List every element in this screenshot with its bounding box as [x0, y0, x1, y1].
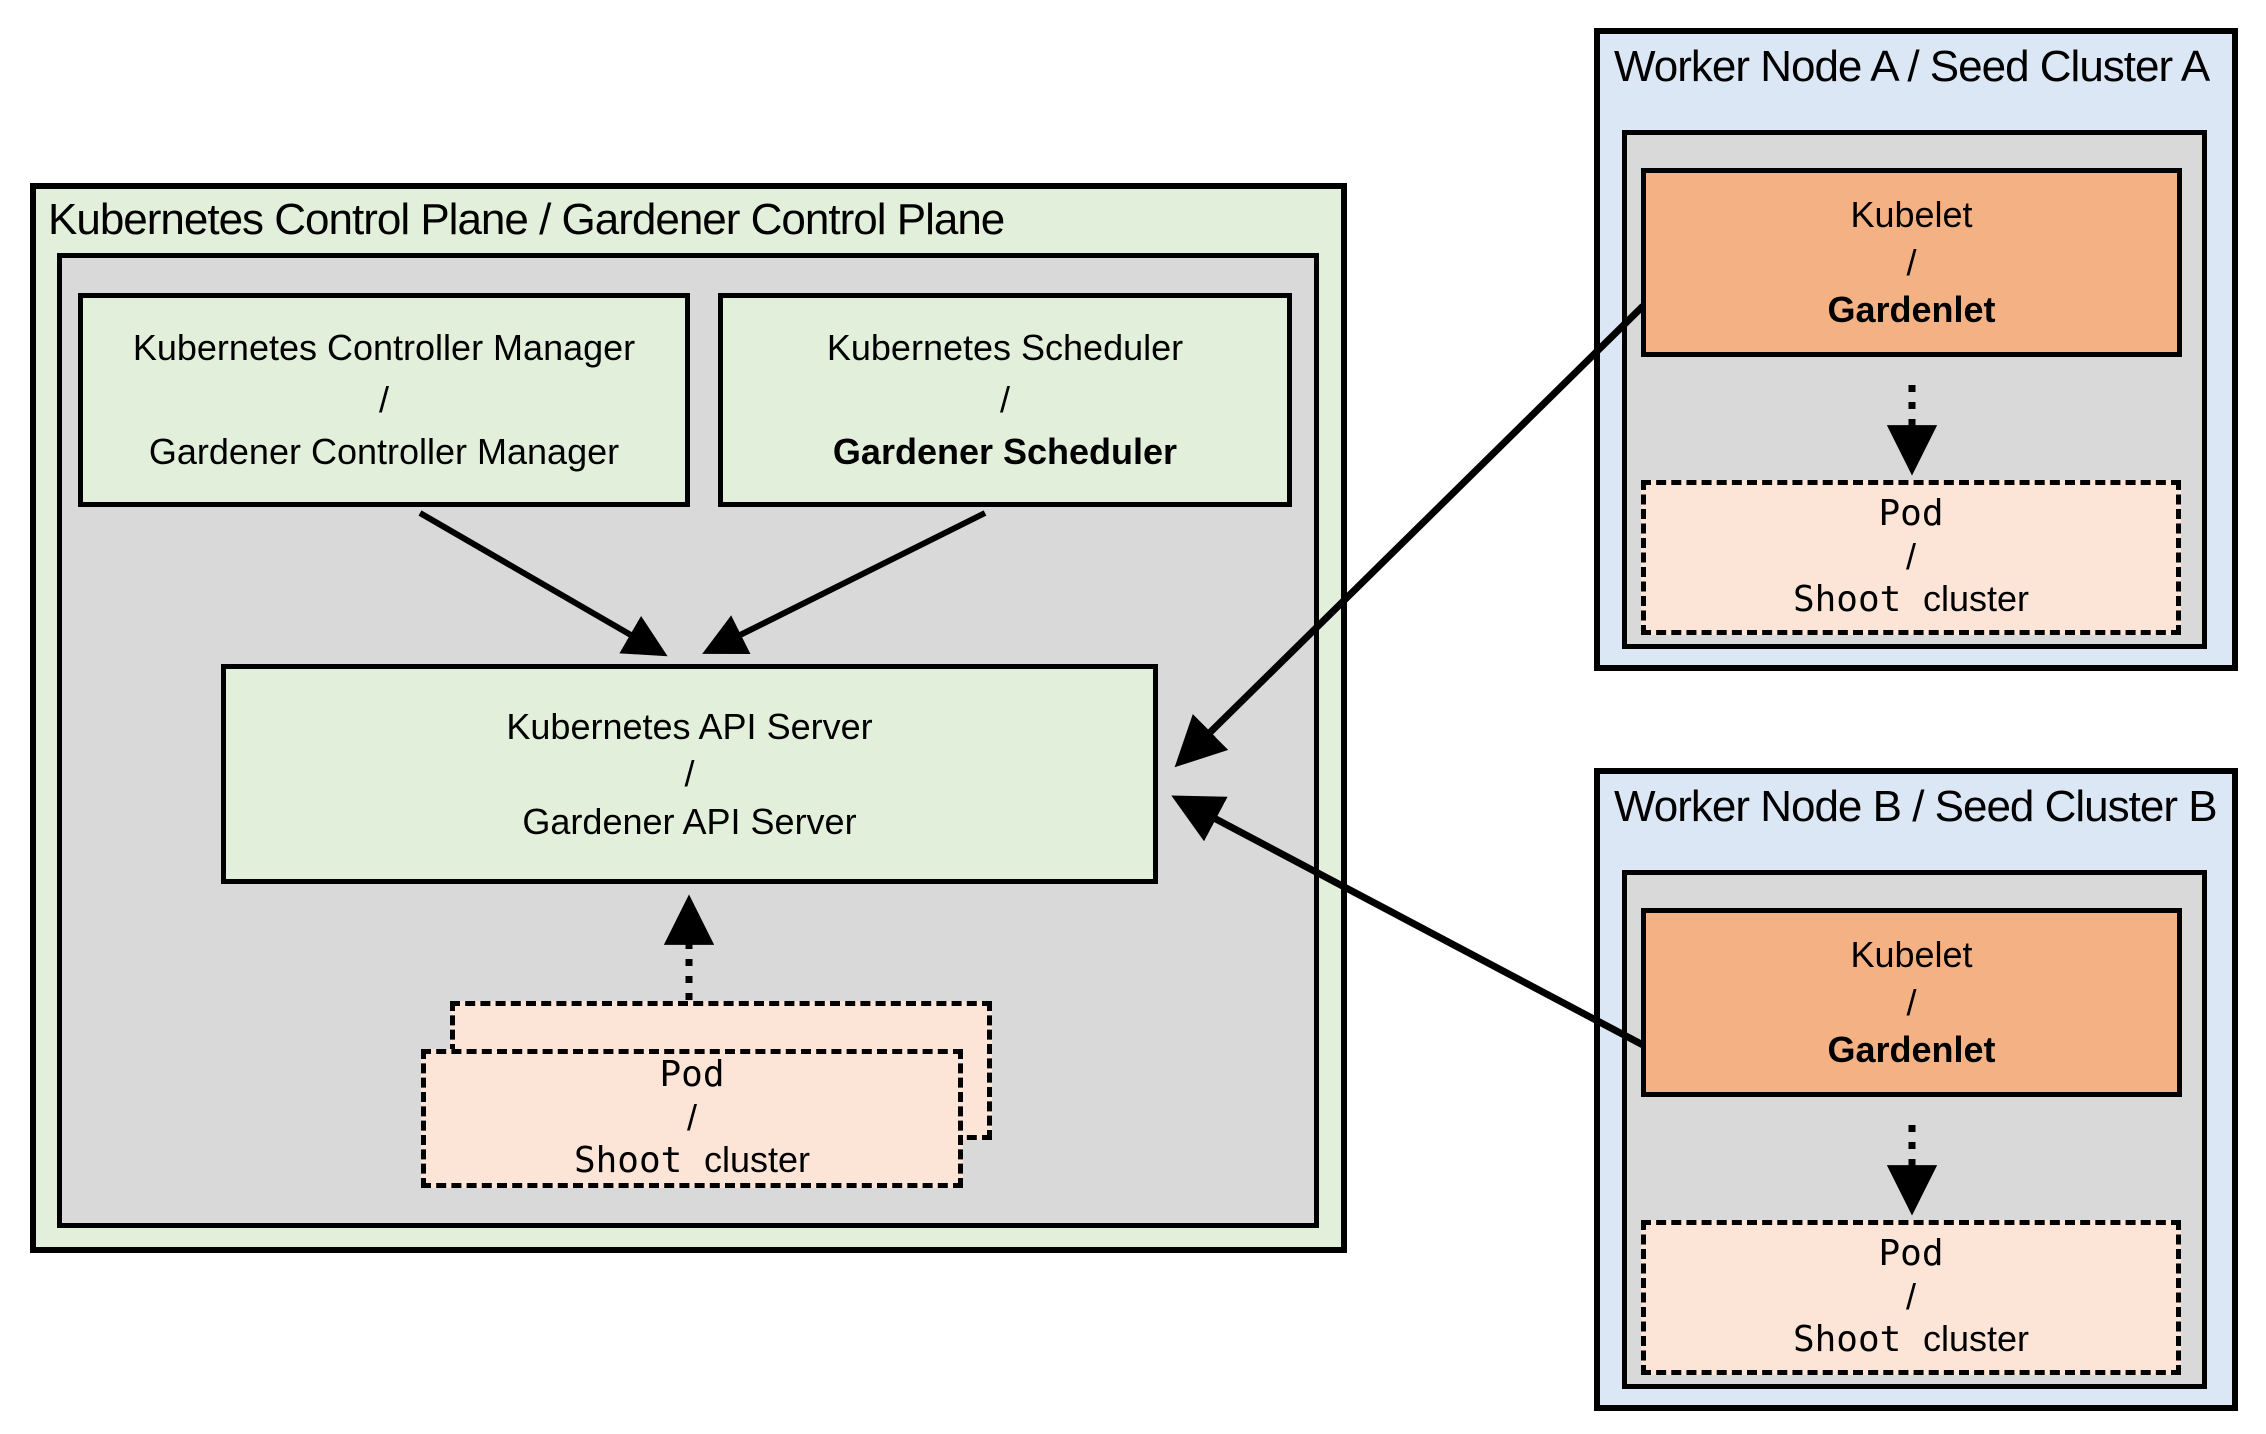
controller-manager-box: Kubernetes Controller Manager / Gardener…: [78, 293, 690, 507]
cp-pod-line1: Pod: [659, 1054, 725, 1096]
pod-b-cluster: cluster: [1923, 1318, 2030, 1360]
api-server-line3: Gardener API Server: [522, 800, 857, 842]
pod-shoot-cluster-front-box: Pod / Shoot cluster: [421, 1049, 963, 1188]
controller-manager-line3: Gardener Controller Manager: [148, 431, 620, 473]
kubelet-a-line1: Kubelet: [1850, 194, 1973, 236]
pod-b-box: Pod / Shoot cluster: [1641, 1220, 2181, 1375]
scheduler-line1: Kubernetes Scheduler: [826, 326, 1184, 368]
cp-pod-shoot: Shoot: [573, 1140, 704, 1182]
scheduler-line3: Gardener Scheduler: [832, 431, 1178, 473]
cp-pod-line3: Shoot cluster: [574, 1139, 810, 1182]
kubelet-b-line3: Gardenlet: [1827, 1029, 1996, 1071]
kubelet-a-box: Kubelet / Gardenlet: [1641, 168, 2182, 357]
scheduler-box: Kubernetes Scheduler / Gardener Schedule…: [718, 293, 1292, 507]
kubelet-a-slash: /: [1906, 241, 1917, 283]
cp-pod-slash: /: [686, 1096, 697, 1138]
controller-manager-slash: /: [378, 378, 389, 420]
pod-b-shoot: Shoot: [1792, 1319, 1923, 1361]
worker-node-b-title: Worker Node B / Seed Cluster B: [1614, 782, 2218, 831]
pod-a-line1: Pod: [1878, 493, 1944, 535]
kubelet-b-slash: /: [1906, 981, 1917, 1023]
worker-node-a-title: Worker Node A / Seed Cluster A: [1614, 42, 2210, 91]
controller-manager-line1: Kubernetes Controller Manager: [132, 326, 636, 368]
api-server-line1: Kubernetes API Server: [506, 705, 873, 747]
pod-a-line3: Shoot cluster: [1793, 578, 2029, 621]
control-plane-title: Kubernetes Control Plane / Gardener Cont…: [48, 195, 1005, 244]
pod-b-line3: Shoot cluster: [1793, 1318, 2029, 1361]
pod-a-box: Pod / Shoot cluster: [1641, 480, 2181, 635]
api-server-slash: /: [684, 753, 695, 795]
pod-a-cluster: cluster: [1923, 578, 2030, 620]
scheduler-slash: /: [999, 378, 1010, 420]
kubelet-b-box: Kubelet / Gardenlet: [1641, 908, 2182, 1097]
pod-a-slash: /: [1905, 535, 1916, 577]
pod-b-slash: /: [1905, 1275, 1916, 1317]
kubelet-b-line1: Kubelet: [1850, 934, 1973, 976]
kubelet-a-line3: Gardenlet: [1827, 289, 1996, 331]
pod-b-line1: Pod: [1878, 1233, 1944, 1275]
pod-a-shoot: Shoot: [1792, 579, 1923, 621]
api-server-box: Kubernetes API Server / Gardener API Ser…: [221, 664, 1158, 884]
cp-pod-cluster: cluster: [704, 1139, 811, 1181]
